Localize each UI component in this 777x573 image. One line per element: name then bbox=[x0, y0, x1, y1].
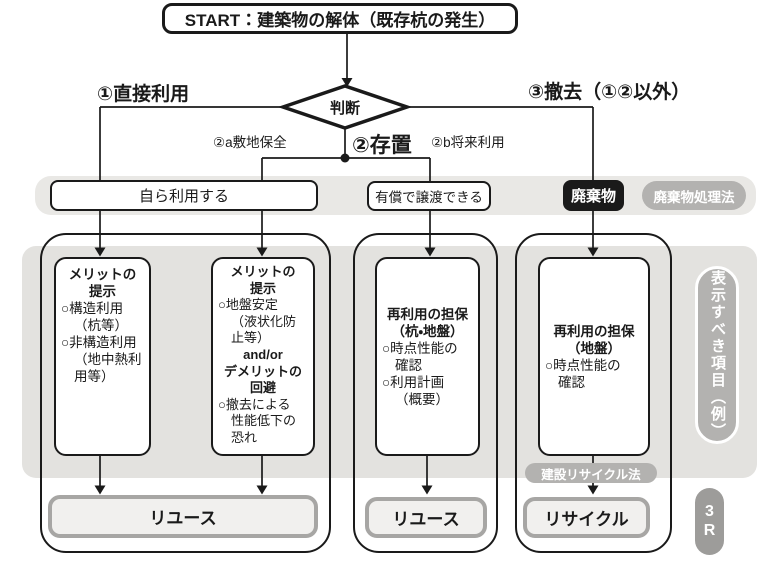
branch-future-use-label: ②b将来利用 bbox=[431, 135, 505, 150]
junction-dot bbox=[340, 153, 350, 163]
three-r-badge: 3R bbox=[695, 488, 724, 555]
decision-label: 判断 bbox=[329, 100, 360, 117]
paid-transfer-node: 有償で譲渡できる bbox=[367, 181, 491, 211]
card-line: ○撤去による bbox=[218, 396, 291, 412]
group-leave-future bbox=[353, 233, 498, 553]
card-line: 確認 bbox=[395, 357, 422, 373]
waste-node: 廃棄物 bbox=[563, 180, 624, 211]
card-line: 恐れ bbox=[231, 429, 258, 445]
card-heading: 再利用の担保 bbox=[553, 323, 635, 339]
card-line: （杭等） bbox=[74, 318, 128, 333]
card-line: 確認 bbox=[558, 374, 585, 390]
display-items-side-label: 表示すべき項目（例） bbox=[695, 266, 739, 444]
group-removal bbox=[515, 233, 672, 553]
start-node: START：建築物の解体（既存杭の発生） bbox=[162, 3, 518, 34]
card-reuse-assurance-ground: 再利用の担保 （地盤） ○時点性能の 確認 bbox=[538, 257, 650, 456]
card-heading: （地盤） bbox=[567, 340, 621, 356]
card-heading: （杭・地盤） bbox=[391, 323, 464, 339]
branch-site-preservation-label: ②a敷地保全 bbox=[213, 135, 287, 150]
card-heading: メリットの bbox=[230, 264, 296, 279]
card-line: ○利用計画 bbox=[382, 374, 445, 390]
card-line: （液状化防 bbox=[231, 313, 297, 329]
outcome-recycle: リサイクル bbox=[523, 497, 650, 538]
card-line: ○地盤安定 bbox=[218, 297, 278, 313]
card-heading: 提示 bbox=[249, 280, 276, 296]
card-heading: デメリットの bbox=[223, 363, 302, 379]
card-heading: 再利用の担保 bbox=[387, 306, 468, 322]
branch-direct-use-label: ①直接利用 bbox=[97, 84, 190, 105]
card-line: ○時点性能の bbox=[545, 357, 621, 373]
card-line: 用等） bbox=[74, 369, 115, 384]
card-line: （地中熱利 bbox=[74, 352, 142, 367]
outcome-reuse-direct: リユース bbox=[48, 495, 318, 538]
side-label-note: （例） bbox=[709, 389, 726, 440]
card-line: 止等） bbox=[231, 330, 271, 346]
side-label-text: 表示すべき項目 bbox=[709, 270, 726, 389]
self-use-node: 自ら利用する bbox=[50, 180, 318, 211]
branch-leave-in-place-label: ②存置 bbox=[352, 134, 412, 157]
card-heading: メリットの bbox=[68, 267, 137, 282]
card-heading: 提示 bbox=[89, 284, 116, 299]
group-direct-use bbox=[40, 233, 331, 553]
waste-disposal-law-badge: 廃棄物処理法 bbox=[642, 181, 746, 210]
outcome-reuse-leave: リユース bbox=[365, 497, 487, 538]
card-reuse-assurance-pile-ground: 再利用の担保 （杭・地盤） ○時点性能の 確認 ○利用計画 （概要） bbox=[375, 257, 480, 456]
card-heading: 回避 bbox=[249, 380, 276, 396]
branch-removal-label: ③撤去（①②以外） bbox=[528, 82, 691, 103]
construction-recycle-law-badge: 建設リサイクル法 bbox=[525, 463, 657, 483]
card-line: （概要） bbox=[395, 391, 449, 407]
card-line: ○非構造利用 bbox=[61, 335, 137, 350]
card-line: ○時点性能の bbox=[382, 340, 458, 356]
decision-diamond bbox=[277, 84, 413, 130]
card-connector: and/or bbox=[243, 346, 283, 362]
card-line: 性能低下の bbox=[231, 413, 297, 429]
card-merit-structural: メリットの 提示 ○構造利用 （杭等） ○非構造利用 （地中熱利 用等） bbox=[54, 257, 151, 456]
card-merit-ground: メリットの 提示 ○地盤安定 （液状化防 止等） and/or デメリットの 回… bbox=[211, 257, 315, 456]
card-line: ○構造利用 bbox=[61, 301, 124, 316]
arrowheads bbox=[94, 78, 599, 495]
